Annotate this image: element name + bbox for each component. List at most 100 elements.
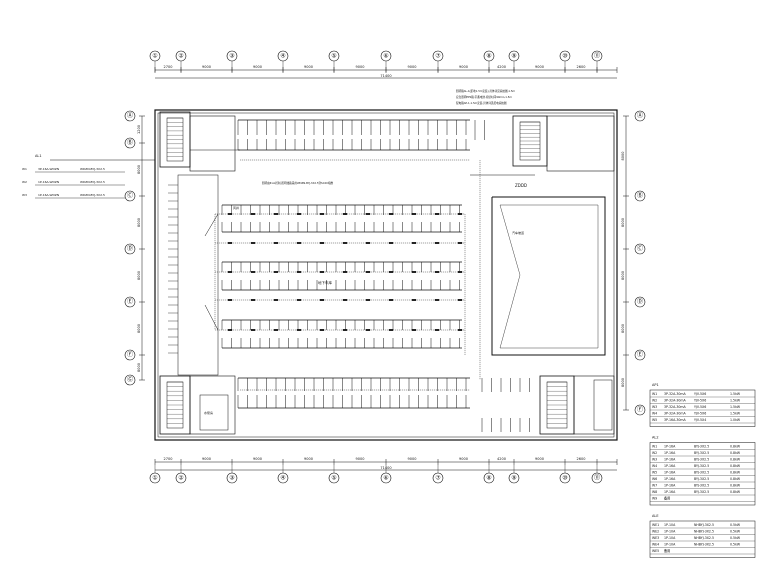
parking-row — [237, 139, 470, 151]
stair-enclosure — [159, 375, 191, 435]
light-fixture — [227, 242, 233, 244]
dimension-total-label: 71400 — [380, 74, 391, 78]
note-line-1: 照明箱AL-1(距地1.5m安装),具体详见系统图,1.5m — [456, 89, 516, 93]
dimension-label: 9000 — [253, 65, 262, 69]
axis-label: ③ — [229, 475, 234, 482]
legend-row-load: 0.8kW — [730, 471, 741, 475]
light-fixture — [250, 271, 256, 273]
panel-title: AL1 — [35, 154, 42, 158]
legend-frame — [649, 389, 756, 427]
axis-label: Ⓔ — [637, 351, 643, 359]
legend-row-load: 1.5kW — [730, 405, 741, 409]
light-fixture — [434, 242, 440, 244]
light-fixture — [342, 329, 348, 331]
legend-row-cable: NHBYJ-3X2.5 — [694, 536, 714, 540]
legend-row-id: W3 — [652, 458, 657, 462]
stair-core — [159, 111, 191, 168]
parking-bays — [168, 119, 530, 432]
legend-row-id: WE2 — [652, 530, 659, 534]
row-axis-bubble: Ⓐ — [634, 110, 646, 122]
stair-cores — [159, 111, 575, 435]
left-aisle — [177, 174, 219, 376]
legend-row-spec: 1P-10A — [664, 543, 676, 547]
light-fixture — [319, 213, 325, 215]
light-fixture — [365, 242, 371, 244]
legend-row-load: 0.8kW — [730, 445, 741, 449]
note-line-2: 应急照明EPS箱,带蓄电池,持续时间90min,1.5m — [456, 95, 512, 99]
row-cable: WDZN-BYJ-3X2.5 — [80, 167, 105, 171]
shaft-room — [199, 394, 229, 431]
dimension-label: 8000 — [137, 218, 141, 227]
axis-label: Ⓒ — [127, 192, 133, 200]
legend-row-id: WE5 — [652, 549, 659, 553]
row-axis-bubble: Ⓐ — [124, 110, 136, 122]
legend-title: ALE — [652, 514, 659, 518]
axis-label: Ⓔ — [127, 298, 133, 306]
axis-label: ② — [178, 475, 184, 482]
dimension-label: 8000 — [137, 324, 141, 333]
legend-row-spec: 3P-32A-30mA — [664, 399, 687, 403]
row-axis-bubble: Ⓔ — [124, 296, 136, 308]
axis-label: ④ — [280, 475, 285, 482]
column-axis-bubble: ① — [149, 472, 161, 484]
light-fixture — [411, 213, 417, 215]
column-axis-bubble: ⑦ — [432, 50, 444, 62]
light-fixture — [296, 213, 302, 215]
light-fixture — [365, 213, 371, 215]
service-room — [546, 115, 615, 172]
axis-circle — [634, 349, 646, 361]
column-axis-bubble: ⑧ — [483, 472, 495, 484]
stair-enclosure — [512, 115, 548, 167]
legend-row-id: WE3 — [652, 536, 659, 540]
dimension-label: 2700 — [164, 457, 173, 461]
legend-row-load: 0.8kW — [730, 451, 741, 455]
parking-row — [221, 204, 462, 215]
row-spec: 1P-16A-WDZN — [38, 180, 59, 184]
stair-core — [539, 375, 575, 435]
parking-row — [237, 119, 470, 135]
row-axis-bubble: Ⓓ — [634, 296, 646, 308]
light-fixture — [319, 299, 325, 301]
legend-row-id: W5 — [652, 418, 657, 422]
axis-label: ⑦ — [435, 53, 441, 60]
dimension-label: 9000 — [408, 65, 417, 69]
light-fixture — [388, 329, 394, 331]
column-axis-bubble: ⑨ — [508, 472, 520, 484]
light-fixture — [250, 299, 256, 301]
dimension-label: 9000 — [356, 457, 365, 461]
dimension-label: 9000 — [459, 457, 468, 461]
dimension-label: 8000 — [621, 324, 625, 333]
row-axis-bubble: Ⓒ — [634, 243, 646, 255]
legend-row-cable: BYJ-3X2.5 — [694, 451, 709, 455]
light-fixture — [273, 329, 279, 331]
dimension-label: 8000 — [621, 378, 625, 387]
parking-row — [221, 222, 462, 233]
parking-row — [221, 319, 462, 330]
legend-frame — [649, 520, 756, 558]
legend-row-spec: 备用 — [664, 496, 670, 501]
column-axis-bubble: ⑩ — [559, 472, 571, 484]
light-fixture — [457, 271, 463, 273]
axis-label: ⑥ — [383, 53, 388, 60]
legend-row-spec: 1P-16A — [664, 490, 676, 494]
column-axis-bubble: ⑤ — [328, 472, 340, 484]
legend-row-spec: 1P-10A — [664, 530, 676, 534]
axis-label: ④ — [280, 53, 285, 60]
row-axis-bubble: Ⓑ — [634, 190, 646, 202]
stair-core — [512, 115, 548, 167]
dimension-label: 1200 — [137, 125, 141, 134]
axis-label: ⑩ — [562, 53, 567, 60]
row-axis-bubble: Ⓕ — [124, 349, 136, 361]
legend-row-cable: BYJ-3X2.5 — [694, 490, 709, 494]
shaft-label: 风井 — [233, 205, 239, 210]
legend-row-cable: NHBYJ-3X2.5 — [694, 543, 714, 547]
legend-row-id: WE4 — [652, 543, 659, 547]
legend-row-cable: BYJ-3X2.5 — [694, 484, 709, 488]
legend-row-cable: BYJ-3X2.5 — [694, 464, 709, 468]
legend-row-cable: NHBYJ-3X2.5 — [694, 523, 714, 527]
row-spec: 3P-16A-WDZN — [38, 167, 59, 171]
column-axis-bubble: ⑤ — [328, 50, 340, 62]
legend-row-spec: 3P-32A-30mA — [664, 405, 687, 409]
parking-row — [237, 377, 470, 391]
